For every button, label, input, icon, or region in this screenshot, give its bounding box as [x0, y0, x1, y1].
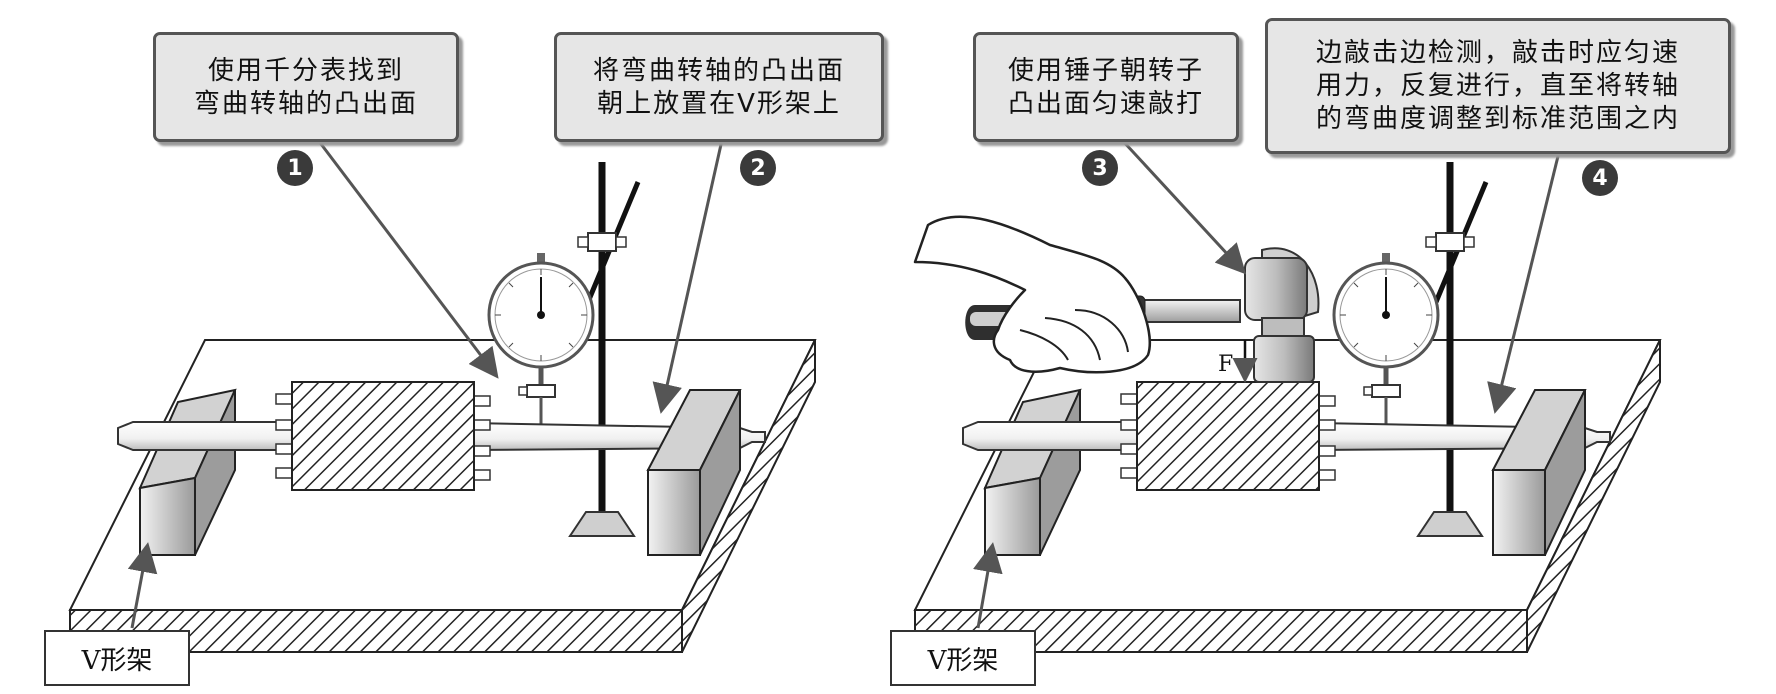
callout-3-line-2: 凸出面匀速敲打 — [1007, 89, 1204, 119]
callout-step-1: 使用千分表找到 弯曲转轴的凸出面 — [153, 32, 459, 142]
left-scene — [68, 139, 817, 653]
right-dial-stand — [1334, 162, 1489, 537]
callout-step-3: 使用锤子朝转子 凸出面匀速敲打 — [973, 32, 1239, 142]
callout-1-line-1: 使用千分表找到 — [207, 56, 404, 86]
leader-line-vframe-left — [127, 542, 158, 629]
leader-line-vframe-right — [973, 542, 1003, 629]
right-scene — [913, 138, 1662, 653]
left-rotor — [275, 381, 491, 491]
leader-line-3 — [1120, 138, 1247, 275]
force-label: F — [1218, 352, 1234, 377]
right-v-frame-front — [1491, 389, 1587, 556]
left-dial-stand — [489, 162, 641, 537]
v-frame-label-left: V形架 — [44, 630, 190, 686]
leader-line-4 — [1487, 139, 1564, 414]
leader-line-1 — [316, 139, 499, 379]
v-frame-label-right: V形架 — [890, 630, 1036, 686]
left-v-frame-front — [646, 389, 742, 556]
callout-4-line-2: 用力，反复进行，直至将转轴 — [1315, 71, 1680, 101]
callout-2-line-2: 朝上放置在V形架上 — [597, 89, 841, 119]
step-badge-2: 2 — [740, 150, 776, 186]
step-badge-4: 4 — [1582, 160, 1618, 196]
callout-4-line-1: 边敲击边检测，敲击时应匀速 — [1315, 38, 1680, 68]
step-badge-3: 3 — [1082, 150, 1118, 186]
left-table-side — [681, 339, 816, 653]
callout-step-2: 将弯曲转轴的凸出面 朝上放置在V形架上 — [554, 32, 884, 142]
callout-1-line-2: 弯曲转轴的凸出面 — [193, 89, 418, 119]
callout-4-line-3: 的弯曲度调整到标准范围之内 — [1315, 104, 1680, 134]
callout-3-line-1: 使用锤子朝转子 — [1007, 56, 1204, 86]
callout-step-4: 边敲击边检测，敲击时应匀速 用力，反复进行，直至将转轴 的弯曲度调整到标准范围之… — [1265, 18, 1731, 154]
step-badge-1: 1 — [277, 150, 313, 186]
right-table-side — [1526, 339, 1661, 653]
leader-line-2 — [652, 139, 724, 414]
hand — [913, 215, 1151, 374]
callout-2-line-1: 将弯曲转轴的凸出面 — [592, 56, 845, 86]
right-rotor — [1120, 381, 1336, 491]
